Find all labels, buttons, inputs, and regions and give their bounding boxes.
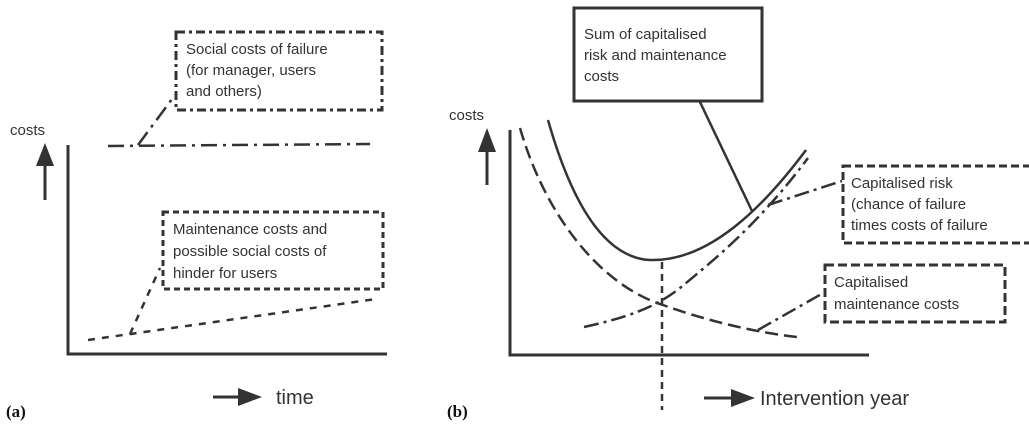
panel-a-x-arrow-icon: [213, 388, 262, 406]
panel-b-sum-line-1: Sum of capitalised: [584, 26, 707, 43]
panel-a-social-box-text: Social costs of failure (for manager, us…: [186, 41, 332, 100]
panel-b-risk-line-2: (chance of failure: [851, 196, 966, 213]
panel-b-risk-leader-line: [767, 179, 843, 207]
panel-b-sum-box: [572, 6, 764, 103]
panel-a-social-line-3: and others): [186, 83, 262, 100]
panel-b-maintenance-curve: [518, 127, 798, 339]
panel-a: costs Social costs of failure (for manag…: [6, 30, 387, 421]
panel-b-y-arrow-icon: [478, 128, 496, 185]
panel-a-x-axis-label: time: [276, 387, 314, 409]
panel-a-maintenance-line-1: Maintenance costs and: [173, 221, 327, 238]
panel-b-axes: [508, 130, 869, 357]
panel-b-sum-box-text: Sum of capitalised risk and maintenance …: [584, 26, 731, 85]
panel-a-label: (a): [6, 402, 26, 421]
panel-b-x-arrow-icon: [704, 389, 755, 407]
panel-b-risk-line-1: Capitalised risk: [851, 175, 953, 192]
panel-b-maintenance-leader-line: [757, 290, 826, 332]
panel-b-risk-curve: [583, 157, 809, 329]
panel-a-maintenance-box: [161, 210, 385, 291]
panel-a-y-arrow-icon: [36, 143, 54, 200]
panel-b-sum-leader-line: [698, 101, 754, 212]
panel-b-maintenance-line-2: maintenance costs: [834, 296, 959, 313]
panel-a-maintenance-line-3: hinder for users: [173, 265, 277, 282]
panel-b-y-axis-label: costs: [449, 107, 484, 124]
panel-b-label: (b): [447, 402, 468, 421]
panel-a-y-axis-label: costs: [10, 122, 45, 139]
panel-a-social-line-1: Social costs of failure: [186, 41, 328, 58]
panel-b-risk-box-text: Capitalised risk (chance of failure time…: [851, 175, 988, 234]
panel-a-axes: [66, 145, 387, 356]
panel-a-maintenance-leader-line: [128, 267, 162, 335]
panel-a-social-line-2: (for manager, users: [186, 62, 316, 79]
panel-a-social-leader-line: [136, 94, 177, 146]
panel-a-maintenance-box-text: Maintenance costs and possible social co…: [173, 221, 331, 282]
panel-a-maintenance-line-2: possible social costs of: [173, 243, 327, 260]
panel-b-maintenance-box-text: Capitalised maintenance costs: [834, 274, 959, 313]
panel-b-risk-line-3: times costs of failure: [851, 217, 988, 234]
panel-b-sum-curve: [546, 119, 808, 262]
panel-a-social-box: [174, 30, 384, 112]
panel-b-risk-group: Capitalised risk (chance of failure time…: [841, 164, 1029, 245]
panel-b-sum-line-2: risk and maintenance: [584, 47, 727, 64]
panel-b-x-axis-label: Intervention year: [760, 388, 909, 410]
panel-b-risk-box: [841, 164, 1029, 245]
panel-b: costs Sum of capitalised risk and mainte…: [447, 6, 1029, 421]
panel-a-social-cost-line: [107, 142, 371, 148]
panel-b-maintenance-box: [823, 263, 1007, 324]
panel-a-maintenance-line: [87, 297, 377, 342]
panel-b-sum-line-3: costs: [584, 68, 619, 85]
panel-b-maintenance-line-1: Capitalised: [834, 274, 908, 291]
